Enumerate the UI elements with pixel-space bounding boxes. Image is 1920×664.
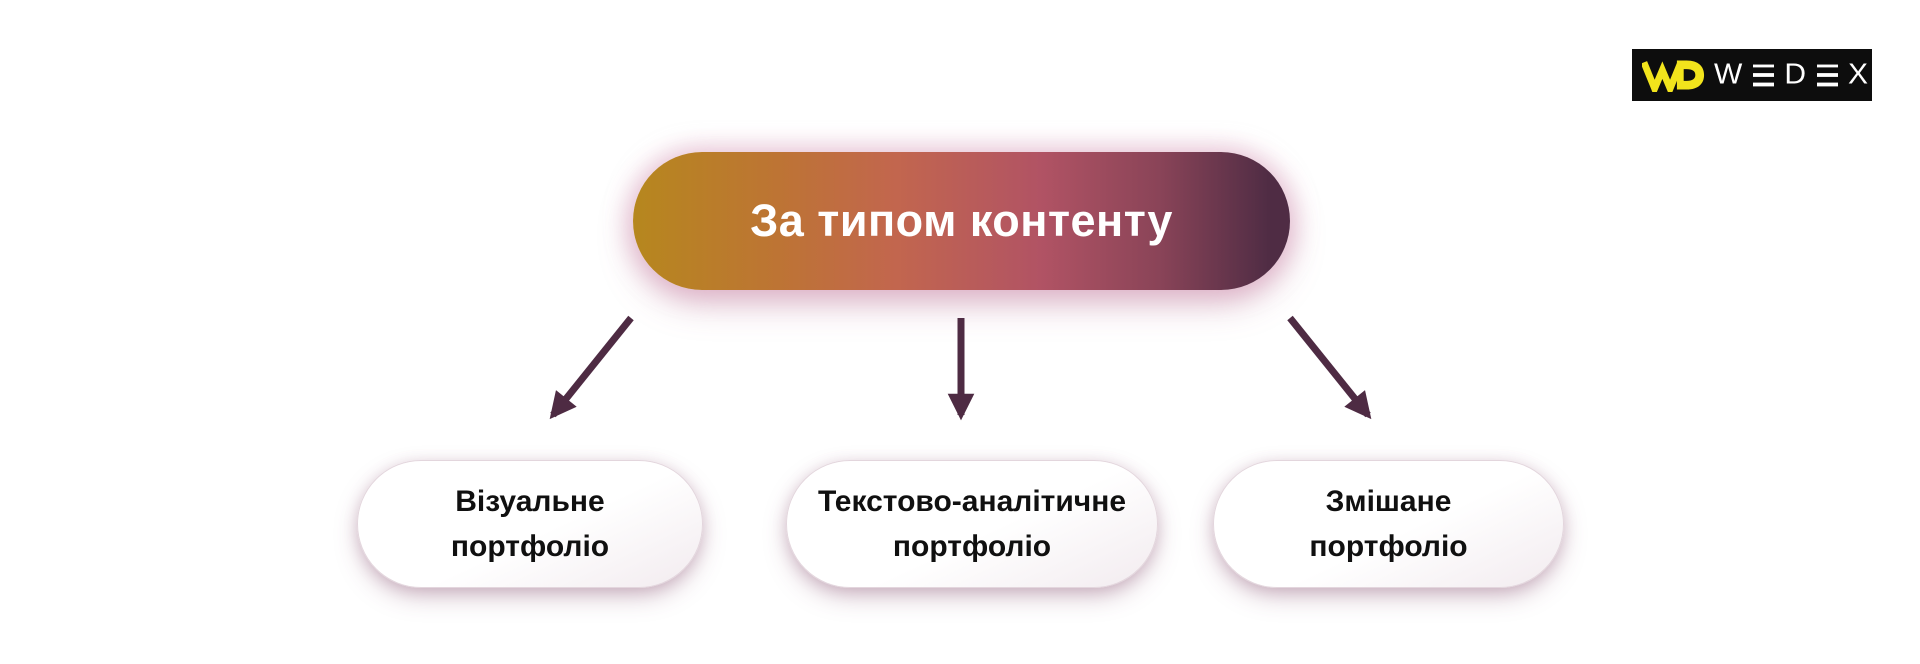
wedex-wordmark: W D X [1714,58,1870,91]
stylized-e-icon [1817,64,1838,86]
root-node-label: За типом контенту [750,195,1173,246]
root-node: За типом контенту [633,152,1290,290]
leaf-label-line2: портфоліо [892,530,1052,563]
wordmark-letter-w: W [1714,58,1744,91]
leaf-label-line1: Візуальне [455,485,605,518]
arrow-left-icon [549,315,634,420]
wordmark-letter-x: X [1848,58,1870,91]
leaf-label-line2: портфоліо [1309,530,1468,563]
wedex-logo: W D X [1632,49,1872,101]
leaf-label-line2: портфоліо [450,530,610,563]
leaf-node-text-analytic-portfolio: Текстово-аналітичне портфоліо [786,460,1158,588]
leaf-label-line1: Текстово-аналітичне [817,485,1127,518]
leaf-node-mixed-portfolio: Змішане портфоліо [1213,460,1564,588]
leaf-label-line1: Змішане [1325,485,1452,518]
stylized-e-icon [1753,64,1775,86]
wedex-monogram-icon [1642,60,1705,92]
wordmark-letter-d: D [1784,58,1807,91]
leaf-node-visual-portfolio: Візуальне портфоліо [357,460,703,588]
connector-arrows [549,315,1372,421]
arrow-right-icon [1287,315,1372,420]
